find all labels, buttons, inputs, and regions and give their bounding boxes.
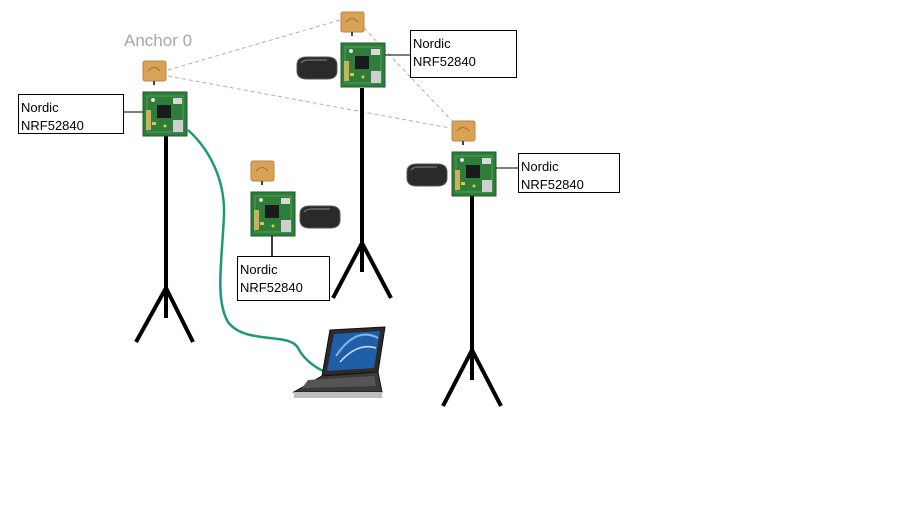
node-label-line2: NRF52840 [21, 118, 84, 133]
node-label-line2: NRF52840 [240, 280, 303, 295]
antenna-patch-icon [451, 120, 476, 146]
pcb-board-icon [142, 91, 188, 137]
node-label: Nordic NRF52840 [410, 30, 517, 78]
anchor-title: Anchor 0 [124, 31, 193, 50]
tripod-stand-icon [331, 88, 393, 299]
node-label-line1: Nordic [521, 159, 559, 174]
battery-pack-icon [296, 56, 338, 80]
node-label: Nordic NRF52840 [518, 153, 620, 193]
node-label-line1: Nordic [21, 100, 59, 115]
link-anchor0-top [167, 19, 341, 71]
antenna-patch-icon [142, 60, 167, 86]
usb-cable-icon [187, 129, 327, 374]
node-label-line2: NRF52840 [413, 54, 476, 69]
antenna-patch-icon [340, 11, 365, 37]
node-label-line2: NRF52840 [521, 177, 584, 192]
tripod-stand-icon [134, 135, 195, 343]
node-label-line1: Nordic [413, 36, 451, 51]
node-label-line1: Nordic [240, 262, 278, 277]
laptop-icon [292, 326, 386, 398]
pcb-board-icon [250, 191, 296, 237]
pcb-board-icon [451, 151, 497, 197]
link-anchor0-right [167, 75, 451, 129]
antenna-patch-icon [250, 160, 275, 186]
battery-pack-icon [299, 205, 341, 229]
tripod-stand-icon [441, 195, 503, 407]
node-label: Nordic NRF52840 [237, 256, 330, 301]
battery-pack-icon [406, 163, 448, 187]
pcb-board-icon [340, 42, 386, 88]
node-label: Nordic NRF52840 [18, 94, 124, 134]
